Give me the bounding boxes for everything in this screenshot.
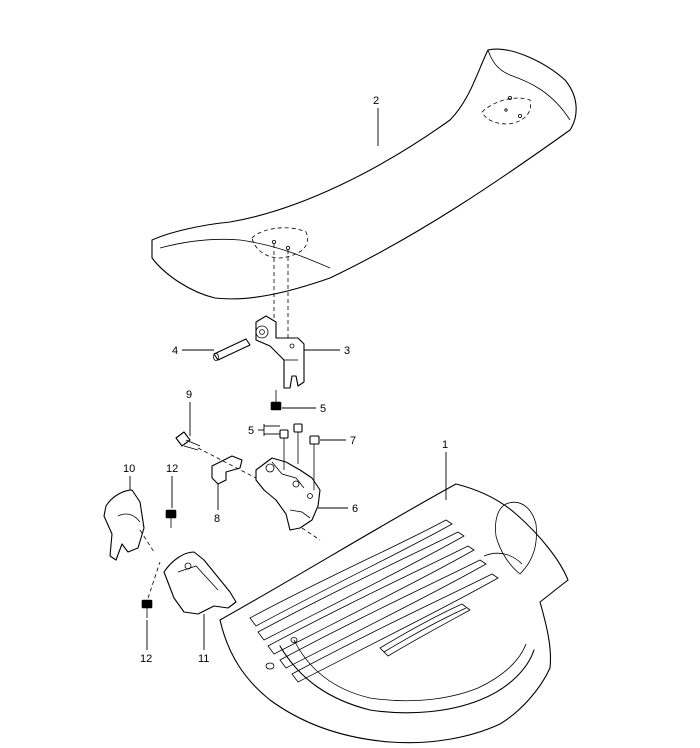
callout-8: 8 <box>214 513 220 525</box>
screw-12-lower <box>141 599 153 618</box>
screw-pair <box>279 423 303 470</box>
spoiler-wing <box>151 48 577 300</box>
callout-12-upper: 12 <box>166 463 178 475</box>
screw-upper <box>270 390 282 411</box>
callout-7: 7 <box>350 435 356 447</box>
side-mount <box>163 551 237 615</box>
cover-cap <box>103 489 145 561</box>
callout-6: 6 <box>352 503 358 515</box>
bolt <box>175 431 201 451</box>
clip-plate <box>211 455 243 485</box>
callout-10: 10 <box>123 463 135 475</box>
callout-5-upper: 5 <box>320 403 326 415</box>
pin <box>213 338 251 361</box>
callout-9: 9 <box>186 389 192 401</box>
screw-right <box>309 435 320 490</box>
alignment-line <box>139 529 155 553</box>
callout-2: 2 <box>373 95 379 107</box>
alignment-line <box>147 561 161 599</box>
engine-lid-grille <box>219 483 569 744</box>
callout-12-lower: 12 <box>140 653 152 665</box>
callout-11: 11 <box>198 653 209 665</box>
callout-3: 3 <box>344 345 350 357</box>
screw-12-upper <box>165 509 177 528</box>
callout-5-lower: 5 <box>248 425 254 437</box>
hinge-bracket <box>255 457 321 531</box>
callout-1: 1 <box>442 439 448 451</box>
mounting-bracket <box>255 315 305 389</box>
alignment-line <box>301 527 321 541</box>
alignment-line <box>197 447 257 479</box>
callout-4: 4 <box>172 345 178 357</box>
